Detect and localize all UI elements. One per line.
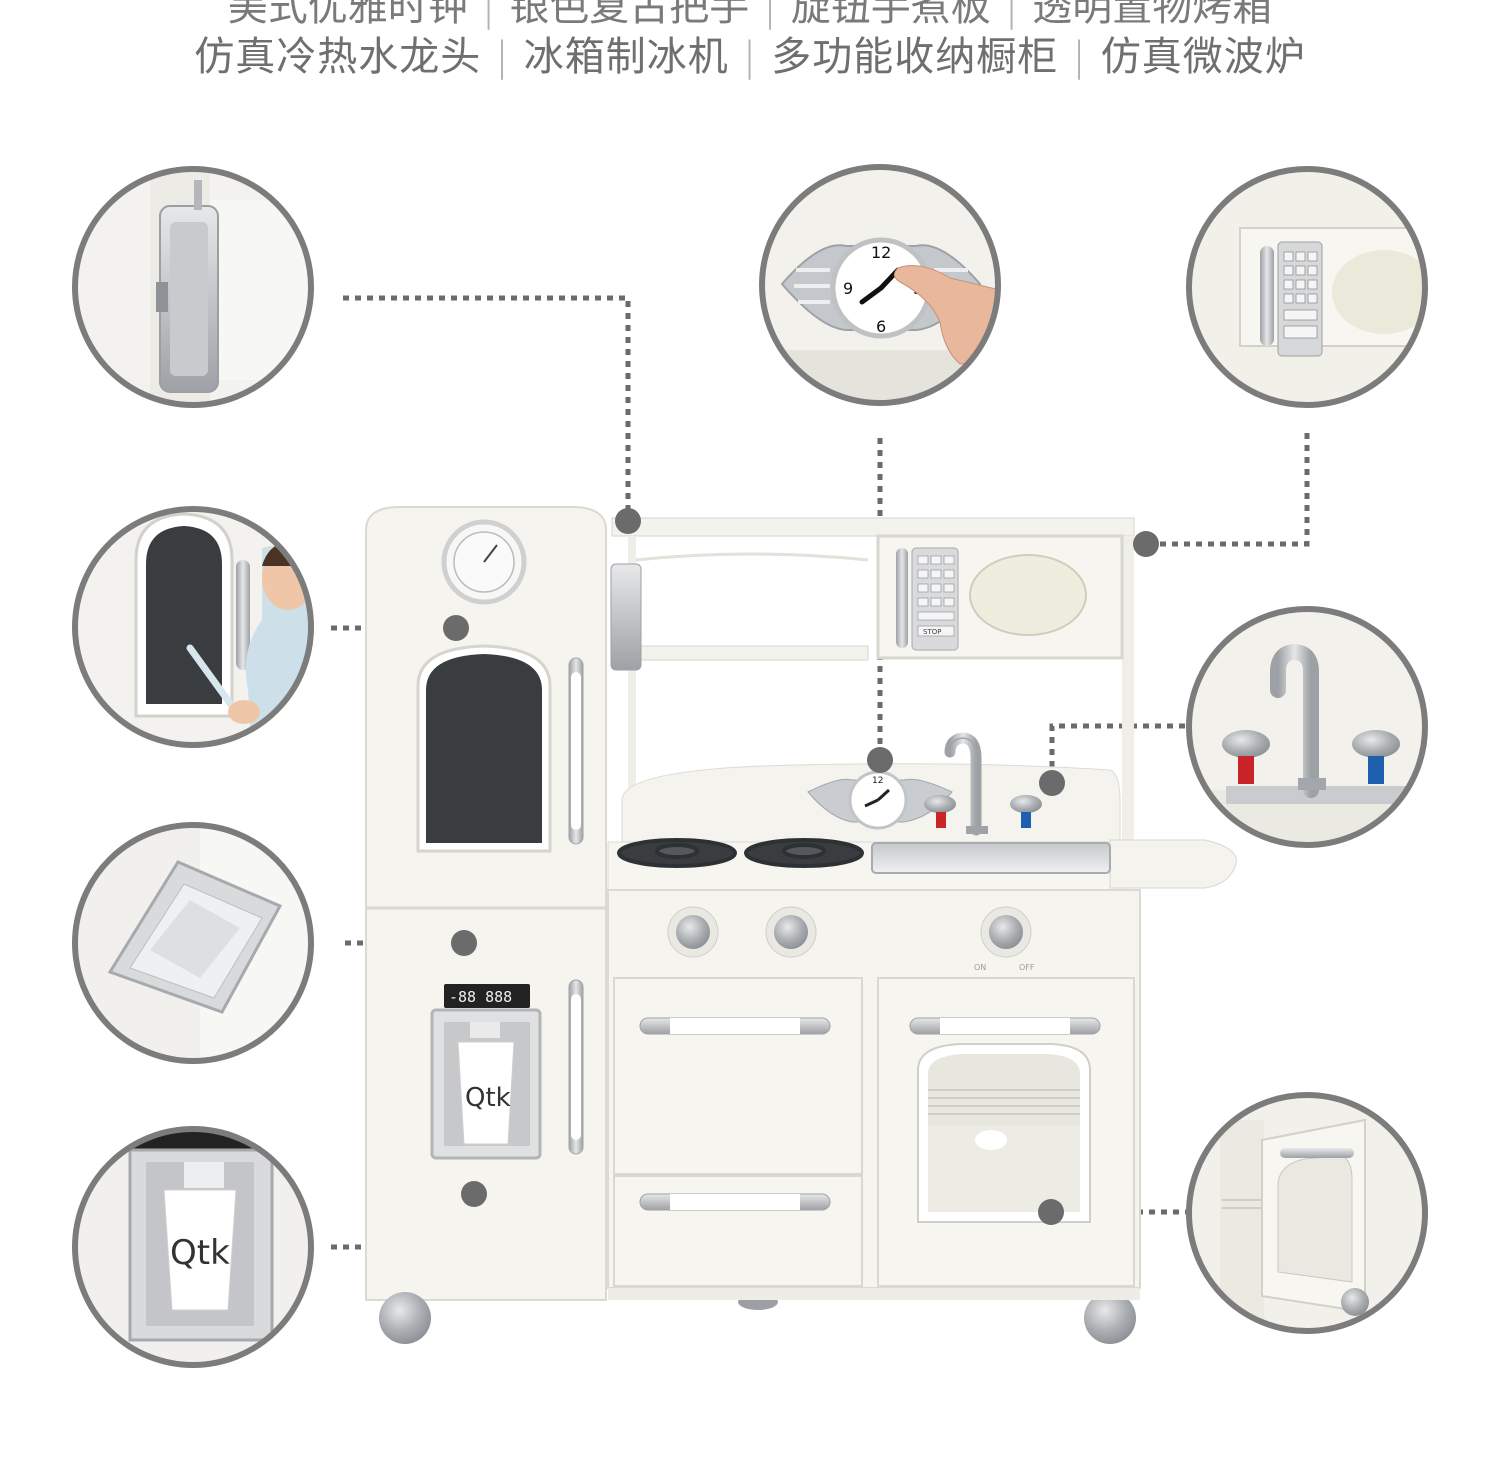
feature-clock: 美式优雅时钟 [227,0,468,30]
fridge-body [365,506,607,1301]
cup-logo: Qtk [465,1083,511,1113]
side-shelf [1109,839,1237,889]
feature-line-2: 仿真冷热水龙头|冰箱制冰机|多功能收纳橱柜|仿真微波炉 [194,34,1306,80]
burner-right [744,838,864,868]
ice-dispenser-icon: Qtk [128,1130,274,1342]
phone-callout [72,166,314,408]
ice-dispenser-callout: Qtk [72,1126,314,1368]
microwave-stop-label: STOP [923,628,941,636]
microwave-callout [1186,166,1428,408]
faucet-callout [1186,606,1428,848]
ice-drawer-callout [72,822,314,1064]
clock-6: 6 [876,317,886,336]
ice-drawer-icon [107,860,283,1014]
foot-left [379,1292,431,1344]
callout-dots [443,508,1159,1225]
feature-knob-stove: 旋钮手煮板 [790,0,991,30]
feature-microwave: 仿真微波炉 [1100,34,1306,80]
dot-clock [867,747,893,773]
microwave-window [969,554,1087,636]
clock-9: 9 [843,279,853,298]
dot-oven [1038,1199,1064,1225]
cold-tap [1010,795,1042,813]
hutch-shelf-top [611,517,1135,537]
feature-storage: 多功能收纳橱柜 [771,34,1059,80]
splash-clock-12: 12 [872,776,883,786]
feature-handle: 银色复古把手 [509,0,750,30]
wall-phone-icon [156,180,219,393]
fridge-display-text: -88 888 [449,988,512,1006]
oven-callout [1186,1092,1428,1334]
oven-door-icon [1261,1118,1366,1314]
knob-on-label: ON [974,963,986,972]
microwave-keypad-icon [1260,241,1323,357]
cabinet-door-lower [613,1175,863,1287]
feature-oven: 透明置物烤箱 [1032,0,1273,30]
toy-kitchen: -88 888 Qtk STOP [365,506,1237,1344]
clock-12: 12 [871,243,891,262]
chalkboard-icon [134,512,250,718]
feature-ice-maker: 冰箱制冰机 [523,34,729,80]
feature-faucet: 仿真冷热水龙头 [194,34,482,80]
clock-callout: 12 9 3 6 [759,164,1001,406]
dot-ice-drawer [451,930,477,956]
connector-phone [343,295,631,515]
burner-left [617,838,737,868]
dot-microwave [1133,531,1159,557]
wall-phone [610,563,642,671]
sink [871,842,1111,874]
dot-faucet [1039,770,1065,796]
microwave-handle [896,548,908,648]
finger-icon [894,265,998,365]
connector-faucet [1049,723,1185,770]
connector-microwave [1160,433,1310,547]
feature-line-1: 美式优雅时钟|银色复古把手|旋钮手煮板|透明置物烤箱 [0,0,1500,32]
dot-chalkboard [443,615,469,641]
ice-cup [457,1041,515,1145]
hutch-shelf [635,645,869,661]
cabinet-door-upper [613,977,863,1175]
dot-phone [615,508,641,534]
dispenser-cup-logo: Qtk [170,1233,230,1273]
knob-off-label: OFF [1019,963,1035,972]
foot-right [1084,1292,1136,1344]
hot-tap [924,795,956,813]
faucet-icon [1222,643,1400,798]
chalkboard-callout [72,506,314,748]
fridge-display [444,984,530,1008]
dot-dispenser [461,1181,487,1207]
splash-clock: 12 [807,770,953,830]
